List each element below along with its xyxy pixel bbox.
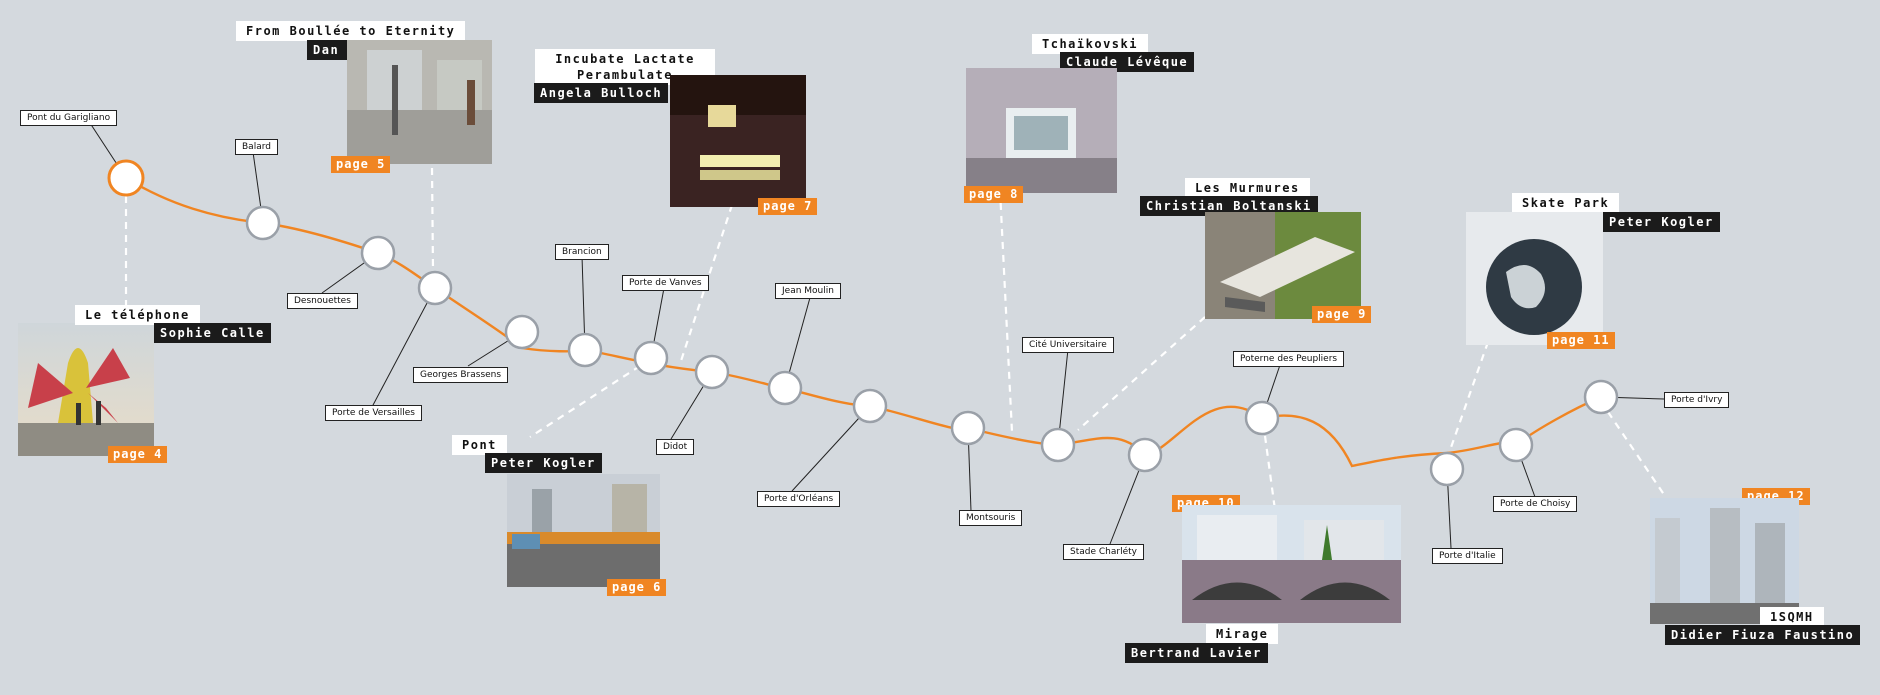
station-porte-d-italie[interactable]	[1429, 451, 1465, 487]
station-didot[interactable]	[694, 354, 730, 390]
artwork-photo-mirage[interactable]	[1182, 505, 1401, 623]
station-label-porte-d-italie: Porte d'Italie	[1432, 548, 1503, 564]
station-label-pont-du-garigliano: Pont du Garigliano	[20, 110, 118, 126]
artwork-photo-skate[interactable]	[1466, 212, 1603, 345]
artwork-title-tchaikovski: Tchaïkovski	[1032, 34, 1148, 54]
artwork-artist-tchaikovski: Claude Lévêque	[1060, 52, 1195, 72]
artwork-artist-mirage: Bertrand Lavier	[1125, 643, 1268, 663]
station-label-montsouris: Montsouris	[959, 510, 1023, 526]
artwork-photo-boullee[interactable]	[347, 40, 492, 164]
artwork-title-skate: Skate Park	[1512, 193, 1620, 213]
telephone-sculpture-image	[18, 323, 154, 456]
tram-line	[125, 176, 1602, 468]
tchaikovski-installation-image	[966, 68, 1117, 193]
incubate-building-image	[670, 75, 806, 207]
station-label-porte-de-versailles: Porte de Versailles	[325, 405, 422, 421]
station-label-porte-de-choisy: Porte de Choisy	[1493, 496, 1578, 512]
station-porte-de-vanves[interactable]	[633, 340, 669, 376]
station-porte-d-orleans[interactable]	[852, 388, 888, 424]
artwork-artist-murmures: Christian Boltanski	[1140, 196, 1318, 216]
page-link-murmures[interactable]: page 9	[1312, 306, 1372, 323]
boullee-pavilion-image	[347, 40, 492, 164]
station-label-porte-d-orleans: Porte d'Orléans	[757, 491, 841, 507]
artwork-artist-incubate: Angela Bulloch	[534, 83, 669, 103]
station-label-desnouettes: Desnouettes	[287, 293, 358, 309]
page-link-skate[interactable]: page 11	[1547, 332, 1615, 349]
artwork-title-sqmh: 1SQMH	[1760, 607, 1824, 627]
page-link-pont[interactable]: page 6	[607, 579, 667, 596]
artwork-photo-incubate[interactable]	[670, 75, 806, 207]
murmures-bench-image	[1205, 212, 1361, 319]
artwork-photo-murmures[interactable]	[1205, 212, 1361, 319]
station-label-stade-charlety: Stade Charléty	[1063, 544, 1144, 560]
page-link-telephone[interactable]: page 4	[108, 446, 168, 463]
station-label-cite-universitaire: Cité Universitaire	[1022, 337, 1114, 353]
station-label-brancion: Brancion	[555, 244, 609, 260]
station-pont-du-garigliano[interactable]	[107, 159, 145, 197]
station-label-porte-de-vanves: Porte de Vanves	[622, 275, 709, 291]
station-label-jean-moulin: Jean Moulin	[775, 283, 841, 299]
station-poterne-des-peupliers[interactable]	[1244, 400, 1280, 436]
station-balard[interactable]	[245, 205, 281, 241]
station-circles	[107, 159, 1619, 487]
artwork-title-incubate-line1: Incubate Lactate	[555, 52, 695, 66]
page-link-tchaikovski[interactable]: page 8	[964, 186, 1024, 203]
skate-park-image	[1466, 212, 1603, 345]
station-jean-moulin[interactable]	[767, 370, 803, 406]
page-link-boullee[interactable]: page 5	[331, 156, 391, 173]
station-label-georges-brassens: Georges Brassens	[413, 367, 509, 383]
station-porte-de-versailles[interactable]	[417, 270, 453, 306]
artwork-artist-pont: Peter Kogler	[485, 453, 602, 473]
station-montsouris[interactable]	[950, 410, 986, 446]
station-label-porte-d-ivry: Porte d'Ivry	[1664, 392, 1730, 408]
artwork-photo-tchaikovski[interactable]	[966, 68, 1117, 193]
station-connectors	[89, 122, 1665, 549]
artwork-title-murmures: Les Murmures	[1185, 178, 1310, 198]
station-stade-charlety[interactable]	[1127, 437, 1163, 473]
artwork-title-incubate-line2: Perambulate	[577, 68, 673, 82]
artwork-artist-skate: Peter Kogler	[1603, 212, 1720, 232]
artwork-photo-telephone[interactable]	[18, 323, 154, 456]
artwork-title-boullee: From Boullée to Eternity	[236, 21, 466, 41]
artwork-title-mirage: Mirage	[1206, 624, 1279, 644]
artwork-artist-sqmh: Didier Fiuza Faustino	[1665, 625, 1861, 645]
station-desnouettes[interactable]	[360, 235, 396, 271]
station-georges-brassens[interactable]	[504, 314, 540, 350]
artwork-photo-sqmh[interactable]	[1650, 498, 1799, 624]
artwork-title-pont: Pont	[452, 435, 507, 455]
sqmh-tower-image	[1650, 498, 1799, 624]
mirage-bridge-image	[1182, 505, 1401, 623]
artwork-photo-pont[interactable]	[507, 474, 660, 587]
station-label-didot: Didot	[656, 439, 695, 455]
pont-bridge-image	[507, 474, 660, 587]
station-porte-d-ivry[interactable]	[1583, 379, 1619, 415]
station-label-balard: Balard	[235, 139, 278, 155]
station-cite-universitaire[interactable]	[1040, 427, 1076, 463]
station-porte-de-choisy[interactable]	[1498, 427, 1534, 463]
artwork-title-telephone: Le téléphone	[75, 305, 200, 325]
artwork-artist-telephone: Sophie Calle	[154, 323, 271, 343]
page-link-incubate[interactable]: page 7	[758, 198, 818, 215]
station-brancion[interactable]	[567, 332, 603, 368]
station-label-poterne-des-peupliers: Poterne des Peupliers	[1233, 351, 1345, 367]
